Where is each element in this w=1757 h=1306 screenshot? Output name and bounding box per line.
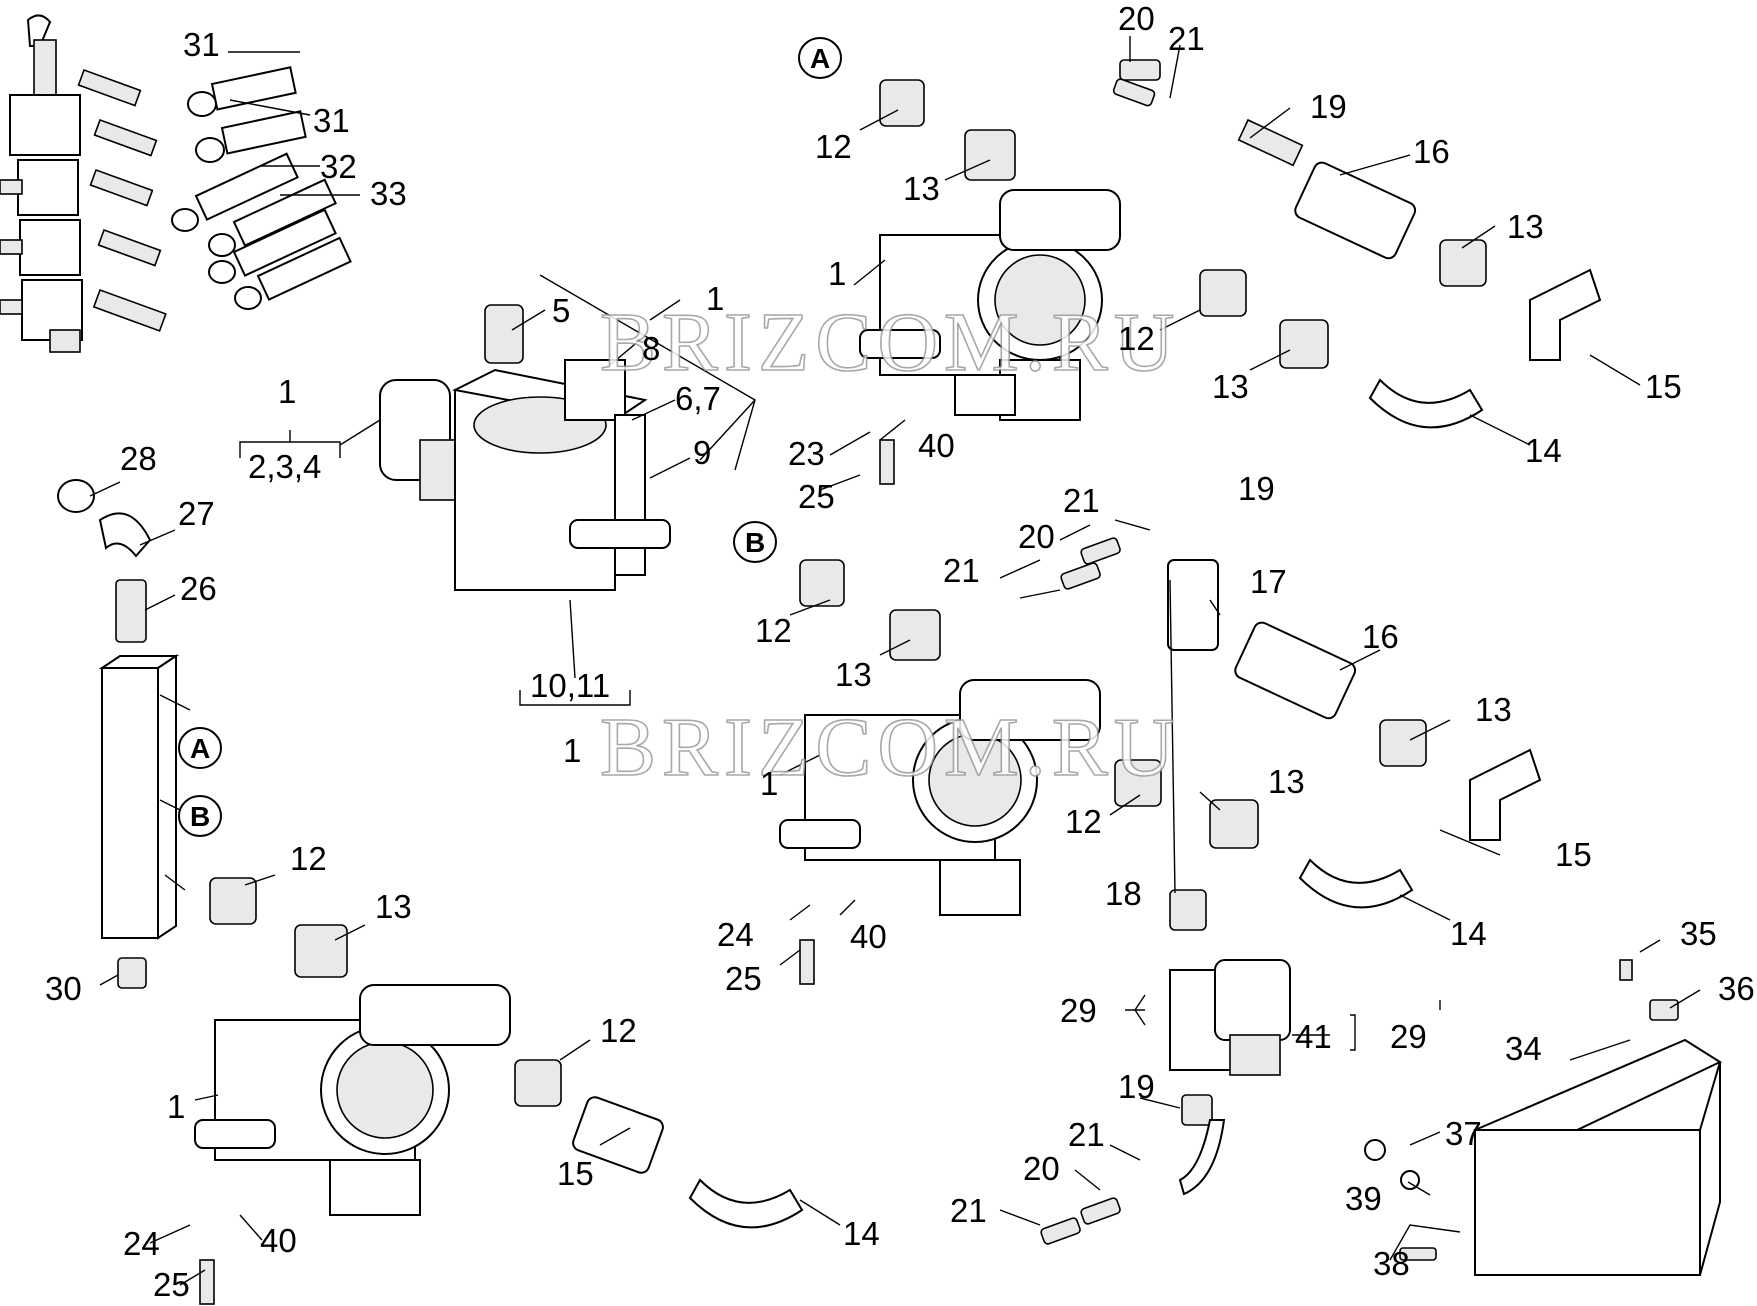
reference-circle-b-bar: B	[178, 795, 222, 837]
callout: 1	[828, 255, 846, 292]
callout: 32	[320, 148, 357, 185]
fitting-chain-middle	[799, 559, 1542, 931]
callout: 18	[1105, 875, 1142, 912]
callout: 34	[1505, 1030, 1542, 1067]
pump-unit-center	[379, 304, 671, 591]
callout: 8	[642, 330, 660, 367]
callout: 10,11	[530, 667, 610, 704]
callout: 14	[843, 1215, 880, 1252]
leader-lines	[89, 36, 1701, 1286]
callout: 21	[943, 552, 980, 589]
circle-letter: B	[190, 801, 210, 832]
reference-circle-a-bar: A	[178, 727, 222, 769]
hoses-and-clamps	[199, 78, 1226, 1305]
callout: 12	[755, 612, 792, 649]
callout: 13	[375, 888, 412, 925]
callout: 19	[1310, 88, 1347, 125]
callout: 12	[1065, 803, 1102, 840]
callout: 17	[1250, 563, 1287, 600]
callout: 25	[798, 478, 835, 515]
callout: 37	[1445, 1115, 1482, 1152]
distribution-bar	[57, 479, 180, 989]
callout: 1	[563, 732, 581, 769]
circle-letter: A	[810, 43, 830, 74]
callout: 29	[1060, 992, 1097, 1029]
parts-artwork	[0, 14, 1723, 1305]
callout: 21	[950, 1192, 987, 1229]
watermark-middle: BRIZCOM.RU	[600, 701, 1180, 794]
callout: 33	[370, 175, 407, 212]
callout: 41	[1295, 1018, 1332, 1055]
callout: 19	[1238, 470, 1275, 507]
callout: 25	[153, 1266, 190, 1303]
callout: 13	[1212, 368, 1249, 405]
callout: 12	[600, 1012, 637, 1049]
callout: 40	[918, 427, 955, 464]
callout-numbers: 31 31 32 33 20 21 12 13 19 16 13 12 13 1…	[45, 0, 1755, 1303]
callout: 27	[178, 495, 215, 532]
callout: 12	[815, 128, 852, 165]
callout: 21	[1168, 20, 1205, 57]
callout: 20	[1023, 1150, 1060, 1187]
callout: 1	[278, 373, 296, 410]
callout: 19	[1118, 1068, 1155, 1105]
callout: 6,7	[675, 380, 721, 417]
callout: 1	[760, 765, 778, 802]
fitting-chain-upper	[879, 59, 1602, 429]
callout: 30	[45, 970, 82, 1007]
callout: 38	[1373, 1245, 1410, 1282]
circle-letter: A	[190, 733, 210, 764]
callout: 39	[1345, 1180, 1382, 1217]
distributor-assembly-overview	[0, 14, 352, 353]
callout: 2,3,4	[248, 448, 321, 485]
callout: 36	[1718, 970, 1755, 1007]
callout: 35	[1680, 915, 1717, 952]
solenoid-valve	[1169, 959, 1291, 1126]
callout: 40	[260, 1222, 297, 1259]
reference-circle-a-top: A	[798, 37, 842, 79]
callout: 20	[1018, 518, 1055, 555]
callout: 13	[1475, 691, 1512, 728]
callout: 9	[693, 434, 711, 471]
callout: 15	[1645, 368, 1682, 405]
callout: 21	[1063, 482, 1100, 519]
callout: 21	[1068, 1116, 1105, 1153]
callout: 12	[290, 840, 327, 877]
callout: 14	[1525, 432, 1562, 469]
callout: 20	[1118, 0, 1155, 37]
callout: 16	[1413, 133, 1450, 170]
callout: 25	[725, 960, 762, 997]
callout: 5	[552, 292, 570, 329]
pump-unit-middle	[779, 679, 1101, 916]
callout: 1	[706, 280, 724, 317]
callout: 24	[717, 916, 754, 953]
pump-unit-lower-left	[194, 984, 511, 1216]
callout: 12	[1118, 320, 1155, 357]
watermark-top: BRIZCOM.RU	[600, 296, 1180, 389]
control-box	[1364, 959, 1723, 1276]
callout: 29	[1390, 1018, 1427, 1055]
callout: 13	[903, 170, 940, 207]
callout: 24	[123, 1225, 160, 1262]
callout: 15	[557, 1155, 594, 1192]
reference-circle-b-middle: B	[733, 521, 777, 563]
fitting-chain-lower	[209, 877, 804, 1229]
callout: 31	[183, 26, 220, 63]
callout: 40	[850, 918, 887, 955]
callout: 13	[1507, 208, 1544, 245]
callout: 15	[1555, 836, 1592, 873]
callout: 31	[313, 102, 350, 139]
callout: 1	[167, 1088, 185, 1125]
callout: 13	[835, 656, 872, 693]
callout: 13	[1268, 763, 1305, 800]
callout: 16	[1362, 618, 1399, 655]
callout: 14	[1450, 915, 1487, 952]
callout: 23	[788, 435, 825, 472]
circle-letter: B	[745, 527, 765, 558]
pump-unit-upper-right	[859, 189, 1121, 421]
callout: 26	[180, 570, 217, 607]
callout: 28	[120, 440, 157, 477]
